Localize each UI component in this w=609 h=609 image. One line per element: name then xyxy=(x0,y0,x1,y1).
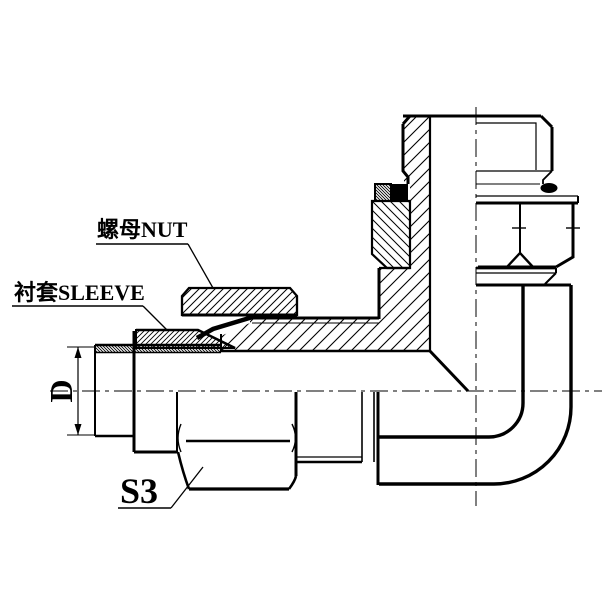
arrow-down xyxy=(74,424,82,435)
sleeve-label: 衬套SLEEVE xyxy=(14,280,145,305)
tube-wall-hatch xyxy=(95,345,221,353)
nut-leader-line xyxy=(187,243,214,289)
bore-cone-line xyxy=(427,348,470,393)
centerlines xyxy=(50,107,602,506)
sleeve-section xyxy=(135,328,236,350)
s3-leader-line xyxy=(170,466,204,509)
locknut-section-hatch xyxy=(370,199,412,270)
elbow-outer-profile xyxy=(379,285,573,486)
tube xyxy=(94,343,221,438)
body-hatch xyxy=(221,116,430,350)
nut-label: 螺母NUT xyxy=(97,217,188,242)
nut-external-hex xyxy=(132,331,298,491)
s3-label: S3 xyxy=(120,471,158,511)
body-hex-band xyxy=(476,266,557,285)
nut-callout: 螺母NUT xyxy=(96,217,214,289)
seal-washer xyxy=(374,183,579,205)
s3-callout: S3 xyxy=(118,466,204,511)
seal-ring-external xyxy=(540,183,558,193)
nut-hatch xyxy=(180,286,299,317)
dimension-d-label: D xyxy=(43,379,79,402)
elbow-bend xyxy=(296,283,573,486)
washer-section-hatch xyxy=(374,183,392,202)
seal-ring-section xyxy=(391,184,408,201)
sleeve-callout: 衬套SLEEVE xyxy=(12,280,168,331)
sleeve-leader-line xyxy=(142,305,168,331)
dimension-d xyxy=(67,346,94,436)
arrow-up xyxy=(74,347,82,358)
elbow-inner-profile xyxy=(378,285,525,439)
